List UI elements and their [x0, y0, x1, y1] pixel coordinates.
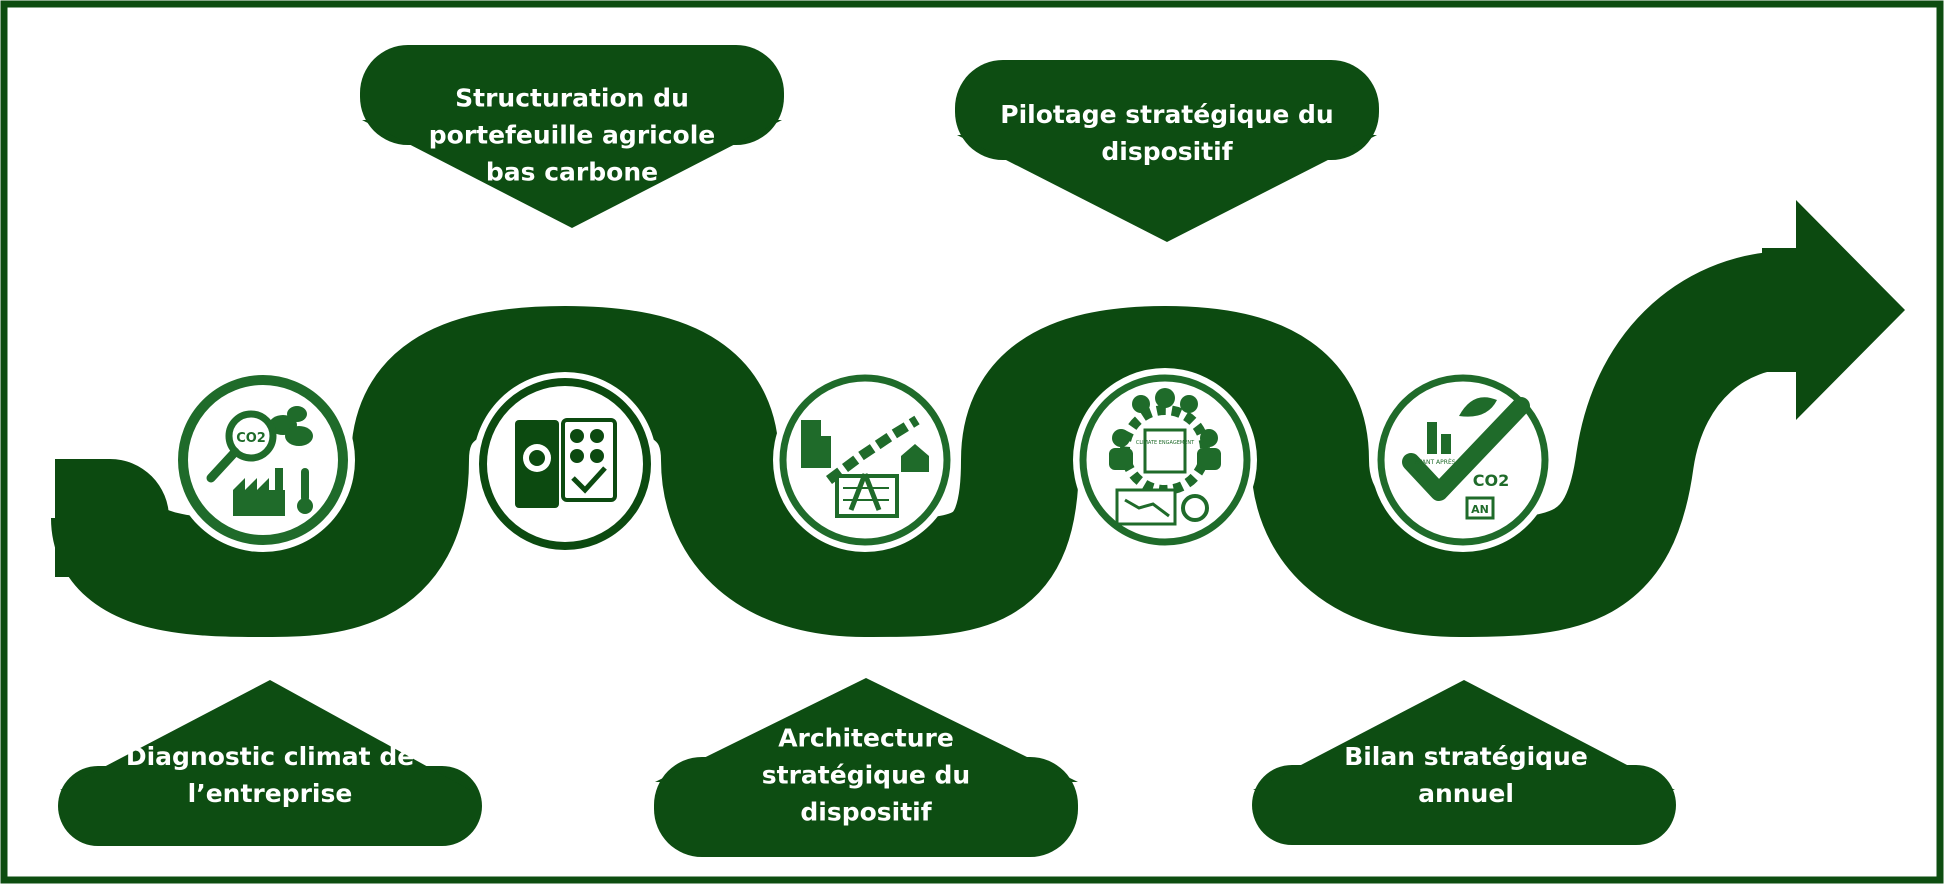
step-3-label: Architecture stratégique du dispositif — [761, 723, 971, 827]
supply-chain-blueprint-icon — [773, 368, 957, 552]
arrow-head — [1762, 200, 1905, 420]
bubble-step-1 — [58, 680, 482, 846]
bubble-step-4 — [955, 60, 1379, 242]
before-after-label: AVANT APRÈS — [1414, 458, 1455, 466]
step-1-label: Diagnostic climat de l’entreprise — [125, 742, 415, 808]
portfolio-folder-icon — [473, 372, 657, 556]
co2-label: CO2 — [236, 431, 266, 446]
step-5-label: Bilan stratégique annuel — [1344, 742, 1588, 808]
step-4-label: Pilotage stratégique du dispositif — [1000, 100, 1334, 166]
step-2-label: Structuration du portefeuille agricole b… — [428, 83, 716, 187]
co2-annual-label: CO2 — [1473, 471, 1509, 490]
annual-check-icon: AVANT APRÈS CO2 AN — [1371, 368, 1555, 552]
bubble-step-2 — [360, 45, 784, 228]
engagement-doc-label: CLIMATE ENGAGEMENT — [1136, 440, 1195, 446]
bubble-step-3 — [654, 678, 1078, 857]
winding-path — [51, 251, 1793, 637]
governance-gear-icon: CLIMATE ENGAGEMENT — [1073, 368, 1257, 552]
bubble-step-5 — [1252, 680, 1676, 845]
year-calendar-label: AN — [1471, 503, 1489, 516]
co2-diagnostic-icon: CO2 — [171, 368, 355, 552]
